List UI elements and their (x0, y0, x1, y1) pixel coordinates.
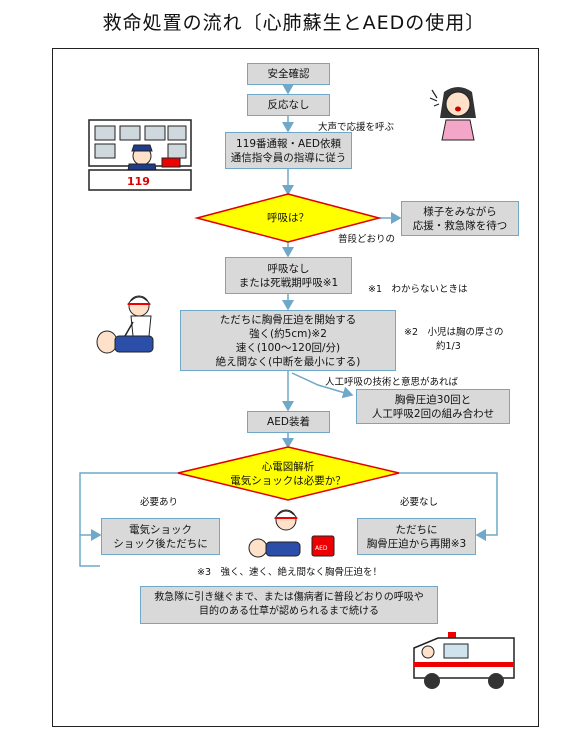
arrow-ecg-to-resume (399, 472, 498, 541)
shock-not-needed-label: 必要なし (400, 497, 439, 508)
aed-device-label: AED (315, 545, 328, 552)
wait-line2: 応援・救急隊を待つ (412, 219, 508, 232)
combo-line1: 胸骨圧迫30回と (394, 393, 472, 406)
ecg-line1: 心電図解析 (261, 461, 315, 473)
resume-line1: ただちに (395, 523, 438, 536)
shock-line1: 電気ショック (129, 523, 192, 536)
dispatcher-sign: 119 (127, 175, 150, 188)
aed-use-illustration: AED (248, 509, 335, 558)
continue-line2: 目的のある仕草が認められるまで続ける (199, 606, 379, 617)
cpr-box: ただちに胸骨圧迫を開始する 強く(約5cm)※2 速く(100～120回/分) … (180, 310, 396, 371)
cpr-line4: 絶え間なく(中断を最小にする) (215, 355, 361, 368)
electric-shock-box: 電気ショック ショック後ただちに (101, 518, 220, 555)
page-title: 救命処置の流れ〔心肺蘇生とAEDの使用〕 (102, 12, 486, 34)
note-3: ※3 強く、速く、絶え間なく胸骨圧迫を！ (197, 567, 383, 578)
cpr-responder-illustration (96, 295, 154, 354)
resume-compressions-box: ただちに 胸骨圧迫から再開※3 (357, 518, 476, 555)
arrow-shock-loop (79, 535, 100, 567)
no-breathing-line2: または死戦期呼吸※1 (238, 276, 339, 289)
arrow-ecg-to-shock (79, 472, 178, 541)
call-119-box: 119番通報・AED依頼 通信指令員の指導に従う (225, 132, 352, 169)
note-2-line1: ※2 小児は胸の厚さの (404, 327, 504, 338)
note-1: ※1 わからないときは (368, 284, 468, 295)
shock-needed-label: 必要あり (140, 497, 179, 508)
resume-line2: 胸骨圧迫から再開※3 (366, 537, 467, 550)
ecg-question: 心電図解析 電気ショックは必要か？ (208, 460, 368, 488)
shouting-woman-illustration (429, 87, 476, 141)
cpr-line2: 強く(約5cm)※2 (249, 327, 327, 340)
aed-attach-label: AED装着 (267, 416, 310, 428)
ecg-decision-diamond (177, 446, 400, 501)
shout-for-help-label: 大声で応援を呼ぶ (318, 122, 395, 133)
normal-breathing-label: 普段どおりの (338, 234, 396, 245)
call-119-line2: 通信指令員の指導に従う (230, 151, 347, 164)
no-breathing-box: 呼吸なし または死戦期呼吸※1 (225, 257, 352, 294)
combo-line2: 人工呼吸2回の組み合わせ (371, 407, 495, 420)
ambulance-illustration (413, 632, 515, 689)
wait-for-help-box: 様子をみながら 応援・救急隊を待つ (401, 201, 519, 236)
flowchart-frame (52, 48, 539, 727)
continue-until-handover-box: 救急隊に引き継ぐまで、または傷病者に普段どおりの呼吸や 目的のある仕草が認められ… (140, 586, 438, 624)
ecg-line2: 電気ショックは必要か？ (230, 475, 346, 487)
continue-line1: 救急隊に引き継ぐまで、または傷病者に普段どおりの呼吸や (154, 592, 424, 603)
safety-check-box: 安全確認 (247, 63, 330, 85)
breathing-question: 呼吸は？ (267, 212, 309, 224)
call-119-line1: 119番通報・AED依頼 (236, 137, 341, 150)
breathing-decision-diamond (194, 193, 382, 243)
shock-line2: ショック後ただちに (113, 537, 208, 550)
wait-line1: 様子をみながら (423, 205, 497, 218)
note-2-line2: 約1/3 (436, 341, 461, 352)
cpr-line1: ただちに胸骨圧迫を開始する (219, 313, 357, 326)
dispatcher-illustration: 119 (88, 119, 192, 191)
rescue-breath-condition-label: 人工呼吸の技術と意思があれば (325, 377, 459, 388)
compression-breath-combo-box: 胸骨圧迫30回と 人工呼吸2回の組み合わせ (356, 389, 510, 424)
cpr-line3: 速く(100～120回/分) (235, 341, 341, 354)
no-response-label: 反応なし (267, 99, 310, 111)
aed-attach-box: AED装着 (247, 411, 330, 433)
no-response-box: 反応なし (247, 94, 330, 116)
safety-check-label: 安全確認 (267, 68, 310, 80)
no-breathing-line1: 呼吸なし (267, 262, 310, 275)
arrow-cpr-to-combo (291, 372, 354, 399)
